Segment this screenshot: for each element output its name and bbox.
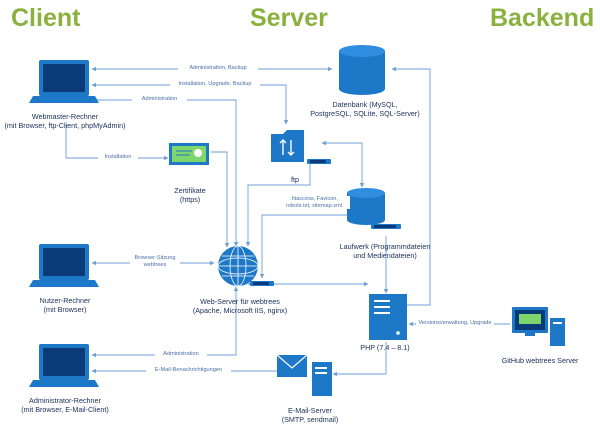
github-label: GitHub webtrees Server [501, 356, 579, 365]
arrow-label-htaccess: .htaccess, Favicon, robots.txt, sitemap.… [278, 196, 350, 210]
nutzer-label: Nutzer-Rechner (mit Browser) [39, 296, 91, 314]
php-label: PHP (7.4 – 8.1) [360, 343, 410, 352]
laufwerk-cylinder-icon [347, 188, 401, 229]
arrow-label-browser-sitzung: Browser-Sitzung webtrees [130, 255, 180, 269]
email-label: E-Mail-Server (SMTP, sendmail) [281, 406, 339, 424]
webserver-globe-icon [217, 245, 274, 287]
header-server: Server [250, 4, 328, 32]
edge-laufwerk-webserver [259, 214, 366, 279]
zertifikat-icon [169, 143, 209, 165]
edge-ftp-datenbank [321, 140, 365, 188]
arrow-label-administration-top: Administration [132, 96, 187, 103]
arrow-label-administration-bottom: Administration [155, 351, 207, 358]
arrow-label-install-upgrade-backup: Installation, Upgrade, Backup [170, 81, 260, 88]
datenbank-label: Datenbank (MySQL, PostgreSQL, SQLite, SQ… [310, 100, 420, 118]
header-client: Client [11, 4, 81, 32]
arrow-label-admin-backup: Administration, Backup [178, 65, 258, 72]
webmaster-label: Webmaster-Rechner (mit Browser, ftp-Clie… [4, 112, 126, 130]
edge-php-datenbank [391, 66, 431, 306]
email-envelope-icon [276, 354, 332, 396]
datenbank-cylinder-icon [339, 45, 385, 95]
laufwerk-label: Laufwerk (Programmdateien und Mediendate… [339, 242, 431, 260]
nutzer-laptop-icon [29, 244, 99, 287]
arrow-label-versionsverwaltung: Versionsverwaltung, Upgrade [416, 320, 494, 327]
arrow-label-installation: Installation [98, 154, 138, 161]
edge-zertifikate-webserver [211, 151, 230, 248]
php-server-icon [369, 294, 407, 340]
webmaster-laptop-icon [29, 60, 99, 103]
header-backend: Backend [490, 4, 595, 32]
zertifikate-label: Zertifikate (https) [174, 186, 206, 204]
edge-ftp-webserver [245, 162, 311, 247]
ftp-folder-icon [271, 130, 331, 164]
edge-webmaster-ftp [91, 82, 289, 125]
admin-laptop-icon [29, 344, 99, 387]
edge-php-email [332, 342, 387, 377]
arrow-label-email-notify: E-Mail-Benachrichtigungen [146, 367, 231, 374]
github-server-icon [512, 307, 565, 346]
edge-admin-webserver [91, 286, 239, 358]
admin-label: Administrator-Rechner (mit Browser, E-Ma… [21, 396, 109, 414]
webserver-label: Web-Server für webtrees (Apache, Microso… [192, 297, 288, 315]
ftp-label: ftp [291, 175, 299, 184]
